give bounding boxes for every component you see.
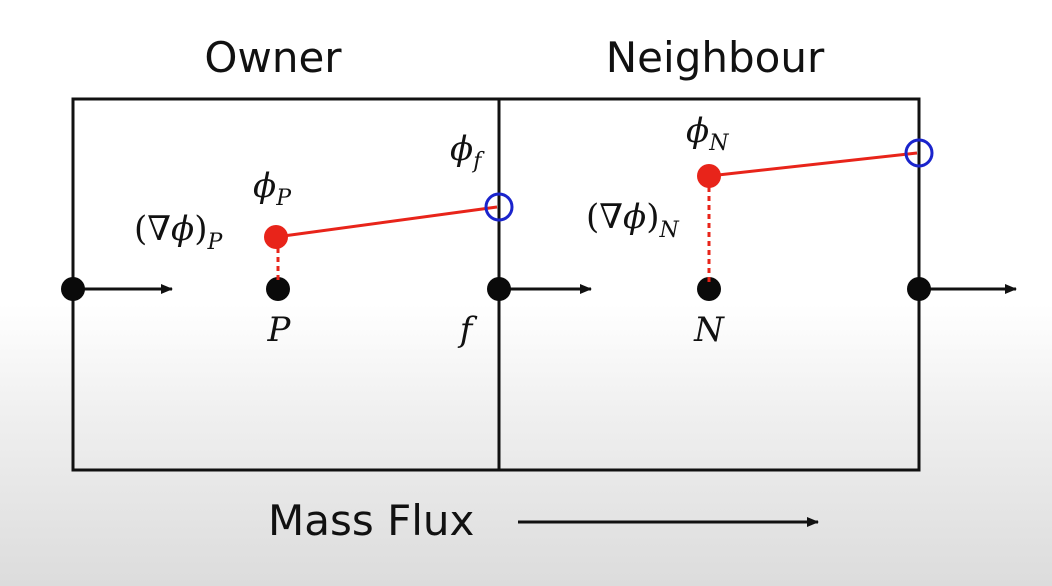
phi-p-label: ϕP — [253, 166, 292, 211]
point-f-label: f — [457, 310, 478, 350]
neighbour-centroid-node — [697, 277, 721, 301]
owner-header: Owner — [204, 33, 342, 82]
point-p-label: P — [267, 310, 292, 350]
owner-gradient-line — [275, 205, 498, 239]
shared-face-node — [487, 277, 511, 301]
right-face-value-marker — [904, 138, 934, 168]
phi-n-label: ϕN — [686, 111, 729, 156]
right-face-node — [907, 277, 931, 301]
owner-centroid-node — [266, 277, 290, 301]
shared-face-value-marker — [484, 192, 514, 222]
owner-phi-point — [264, 225, 288, 249]
neighbour-gradient-line — [708, 151, 918, 178]
point-n-label: N — [693, 310, 725, 350]
neighbour-header: Neighbour — [606, 33, 825, 82]
neighbour-phi-point — [697, 164, 721, 188]
phi-f-label: ϕf — [450, 129, 485, 174]
mass-flux-label: Mass Flux — [268, 496, 474, 545]
grad-phi-p-label: (∇ϕ)P — [134, 209, 223, 255]
grad-phi-n-label: (∇ϕ)N — [586, 197, 679, 243]
left-face-node — [61, 277, 85, 301]
